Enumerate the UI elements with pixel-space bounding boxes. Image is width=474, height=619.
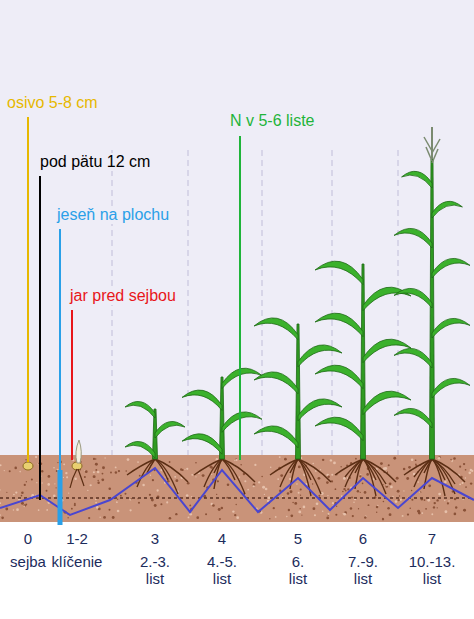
application-leader — [59, 229, 61, 470]
stage-name: 2.-3. list — [133, 553, 177, 588]
axis-ground — [0, 522, 474, 619]
maize-plant — [394, 127, 470, 496]
root-zone-line — [0, 468, 474, 515]
stage-number: 7 — [426, 530, 438, 547]
stage-number: 6 — [357, 530, 369, 547]
seed — [23, 462, 33, 470]
stage-name: 4.-5. list — [200, 553, 244, 588]
application-leader — [71, 310, 73, 460]
application-leader — [39, 176, 41, 500]
stage-number: 5 — [292, 530, 304, 547]
stage-name: 6. list — [279, 553, 317, 588]
maize-plant — [125, 401, 188, 494]
stage-name: sejba — [8, 553, 48, 570]
application-leader — [239, 136, 241, 460]
soil-texture — [0, 456, 473, 520]
stage-separator — [331, 150, 333, 455]
maize-plant — [254, 318, 342, 496]
application-leader — [27, 117, 29, 462]
stage-number: 4 — [216, 530, 228, 547]
annotation-label: jar pred sejbou — [68, 287, 178, 305]
application-band — [58, 470, 63, 525]
tassel — [424, 127, 440, 163]
stage-separator — [261, 150, 263, 455]
annotation-label: pod pätu 12 cm — [38, 153, 152, 171]
stage-number: 1-2 — [64, 530, 90, 547]
stage-number: 3 — [149, 530, 161, 547]
maize-plant — [315, 261, 411, 496]
annotation-label: osivo 5-8 cm — [5, 94, 100, 112]
stage-name: 10.-13. list — [404, 553, 460, 588]
annotation-label: N v 5-6 liste — [228, 112, 316, 130]
stage-separator — [397, 150, 399, 455]
stage-number: 0 — [22, 530, 34, 547]
seeding-depth-line — [0, 497, 474, 499]
maize-plant — [182, 368, 262, 494]
stage-separator — [187, 150, 189, 455]
annotation-label: jeseň na plochu — [55, 206, 171, 224]
stage-name: klíčenie — [50, 553, 105, 570]
soil — [0, 455, 474, 522]
stage-name: 7.-9. list — [341, 553, 385, 588]
